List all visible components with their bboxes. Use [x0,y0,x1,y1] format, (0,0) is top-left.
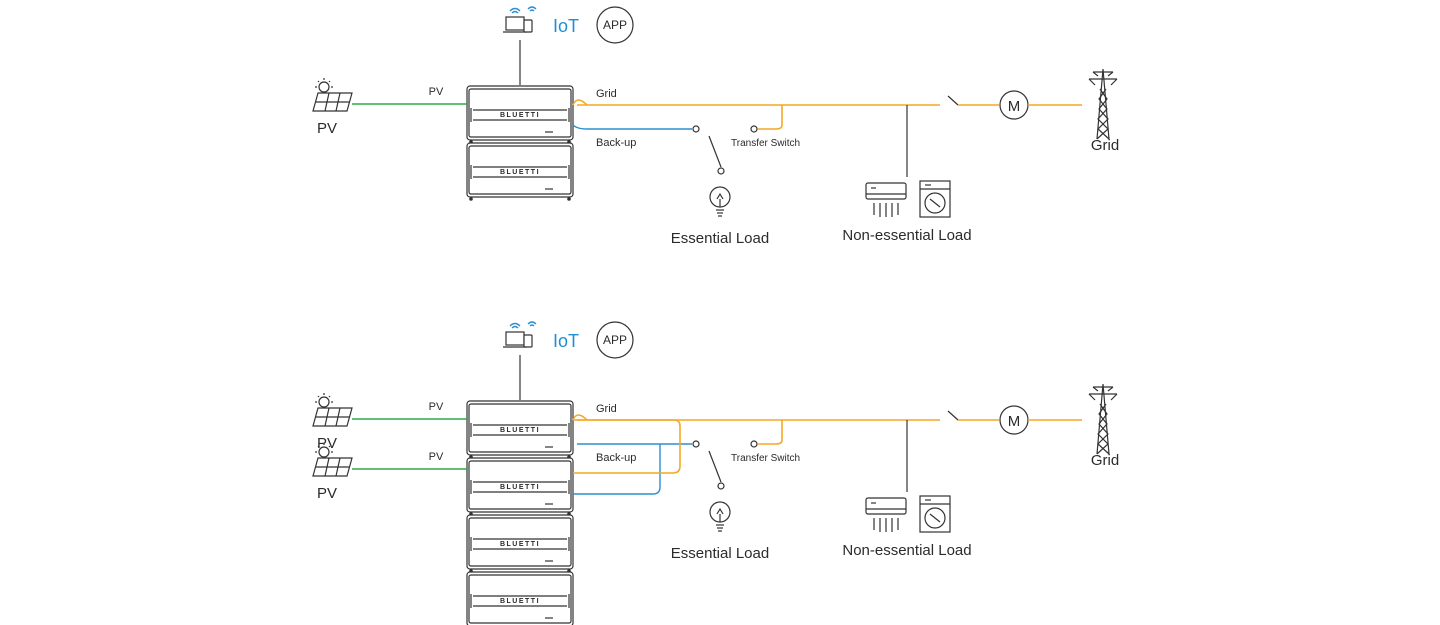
pv-wire-label: PV [429,86,444,98]
transfer-contact-icon [750,125,758,133]
transmission-tower-icon [1088,68,1118,140]
breaker-switch-icon [947,410,959,421]
solar-panel-icon [312,77,353,112]
pv-wire-label: PV [429,451,444,463]
bulb-icon [709,186,731,217]
grid-wire-2 [573,419,681,474]
transfer-orange-wire [758,105,783,130]
backup-contact-icon [692,125,700,133]
app-circle-icon [596,321,634,359]
air-conditioner-icon [865,497,907,533]
grid-label: Grid [1091,452,1119,469]
non-essential-load-label: Non-essential Load [842,227,971,244]
battery-unit-brand: BLUETTI [500,598,540,605]
diagram-2: IoT APP BLUETTI BLUETTI BLUETTI BLUETTI PV PV PV… [312,321,1119,625]
switch-pivot-icon [717,167,725,175]
transmission-tower-icon [1088,383,1118,455]
bulb-icon [709,501,731,532]
transfer-orange-wire [758,420,783,445]
backup-wire [572,124,692,130]
grid-wire-stub [572,99,588,106]
essential-load-label: Essential Load [671,230,769,247]
non-essential-load-label: Non-essential Load [842,542,971,559]
meter-label: M [1008,413,1021,430]
washing-machine-icon [919,495,951,533]
battery-unit-brand: BLUETTI [500,169,540,176]
grid-label: Grid [1091,137,1119,154]
grid-wire-label: Grid [596,88,617,100]
pv-wire-label: PV [429,401,444,413]
app-circle-icon [596,6,634,44]
transfer-contact-icon [750,440,758,448]
backup-wire-label: Back-up [596,137,636,149]
battery-unit-brand: BLUETTI [500,427,540,434]
switch-icon [708,450,722,483]
switch-icon [708,135,722,168]
switch-pivot-icon [717,482,725,490]
backup-wire-label: Back-up [596,452,636,464]
transfer-switch-label: Transfer Switch [731,453,800,464]
iot-label: IoT [553,16,579,36]
pv-label: PV [317,485,337,502]
washing-machine-icon [919,180,951,218]
meter-label: M [1008,98,1021,115]
battery-unit-brand: BLUETTI [500,112,540,119]
app-label: APP [603,18,627,32]
backup-wire-2 [573,444,661,495]
iot-label: IoT [553,331,579,351]
grid-wire-label: Grid [596,403,617,415]
battery-unit-brand: BLUETTI [500,484,540,491]
backup-contact-icon [692,440,700,448]
air-conditioner-icon [865,182,907,218]
battery-unit-brand: BLUETTI [500,541,540,548]
solar-panel-icon [312,392,353,427]
essential-load-label: Essential Load [671,545,769,562]
grid-wire-stub [572,414,588,421]
breaker-switch-icon [947,95,959,106]
laptop-phone-wifi-icon [502,6,537,33]
app-label: APP [603,333,627,347]
pv-label: PV [317,120,337,137]
transfer-switch-label: Transfer Switch [731,138,800,149]
laptop-phone-wifi-icon [502,321,537,348]
